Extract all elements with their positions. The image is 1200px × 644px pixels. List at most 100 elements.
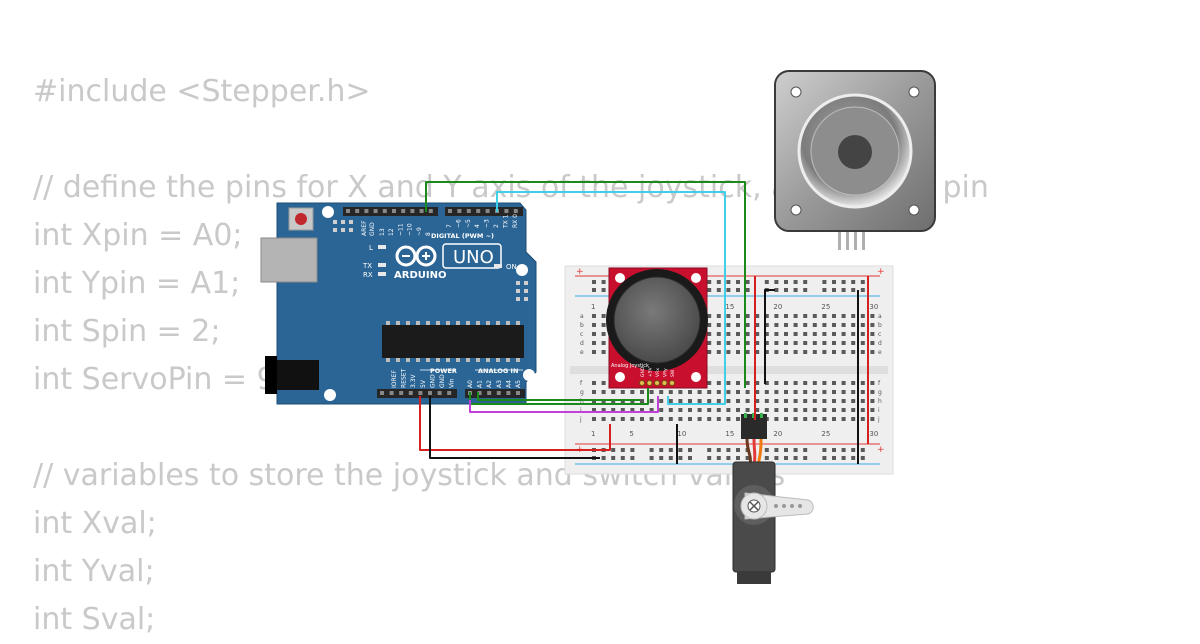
mounting-hole	[615, 273, 625, 283]
column-number: 1	[591, 303, 595, 311]
column-number: 15	[725, 303, 734, 311]
analog-pin-label: A1	[477, 380, 484, 388]
power-pin-label: 5V	[420, 379, 427, 388]
row-letter: g	[580, 389, 584, 396]
joystick-cap[interactable]	[613, 276, 701, 364]
column-number: 25	[821, 430, 830, 438]
row-letter: h	[580, 398, 584, 405]
led-on	[494, 264, 502, 268]
wire-green-pin9[interactable]	[425, 181, 746, 388]
circuit-diagram: 151015202530151015202530aabbccddeeffgghh…	[260, 70, 936, 584]
digital-pin-label: RX 0	[512, 214, 519, 228]
joystick-pin-label: GND	[640, 366, 646, 377]
code-line: int Ypin = A1;	[33, 266, 241, 301]
analog-pin-label: A4	[505, 380, 512, 388]
wire-green-a1[interactable]	[477, 392, 640, 401]
analog-pin-label: A0	[467, 380, 474, 388]
screw-icon	[790, 204, 802, 216]
digital-pin-label: 12	[388, 228, 395, 236]
digital-pin-label: ~9	[416, 227, 423, 236]
wire-cyan-pin2[interactable]	[496, 191, 726, 405]
column-number: 30	[869, 430, 878, 438]
led-on-label: ON	[506, 263, 517, 271]
row-letter: h	[878, 398, 882, 405]
stepper-motor[interactable]	[774, 70, 936, 250]
column-number: 20	[773, 303, 782, 311]
digital-pin-label: ~5	[465, 219, 472, 228]
column-number: 30	[869, 303, 878, 311]
analog-header	[465, 389, 525, 398]
atmega-chip	[382, 325, 524, 358]
mounting-hole	[691, 372, 701, 382]
joystick-pin-label: SW	[670, 369, 676, 377]
digital-pin-label: TX 1	[502, 214, 509, 229]
digital-pin-label: 7	[446, 224, 453, 228]
mounting-hole	[523, 369, 535, 381]
wires	[419, 181, 869, 464]
code-line: int Xval;	[33, 506, 157, 541]
joystick-pin-label: +5V	[648, 366, 654, 377]
power-header	[377, 389, 457, 398]
row-letter: b	[878, 322, 882, 329]
power-pin-label: 3.3V	[410, 373, 417, 388]
code-line: #include <Stepper.h>	[33, 74, 371, 109]
screw-icon	[908, 86, 920, 98]
wire-magenta-a1[interactable]	[469, 396, 659, 413]
code-line: int Spin = 2;	[33, 314, 221, 349]
screw-icon	[908, 204, 920, 216]
digital-pin-label: ~10	[407, 223, 414, 236]
wire-black-gnd[interactable]	[429, 396, 600, 459]
digital-pin-label: ~3	[484, 219, 491, 228]
aref-label: AREF	[361, 220, 368, 236]
gnd-label: GND	[369, 222, 376, 236]
row-letter: c	[878, 331, 881, 338]
power-pin-label: GND	[439, 374, 446, 388]
digital-pin-label: 2	[493, 224, 500, 228]
arduino-logo-icon	[395, 245, 437, 267]
code-line: int Xpin = A0;	[33, 218, 243, 253]
servo-motor[interactable]	[732, 413, 814, 584]
row-letter: e	[580, 349, 584, 356]
row-letter: a	[580, 313, 584, 320]
mounting-hole	[322, 206, 334, 218]
row-letter: j	[579, 416, 582, 423]
uno-badge	[442, 243, 502, 269]
column-number: 15	[725, 430, 734, 438]
row-letter: j	[877, 416, 880, 423]
power-pin-label: RESET	[401, 368, 408, 388]
digital-pwm-label: DIGITAL (PWM ~)	[431, 232, 494, 240]
column-number: 25	[821, 303, 830, 311]
screw-icon	[790, 86, 802, 98]
row-letter: i	[878, 407, 880, 414]
icsp-header	[333, 220, 353, 232]
row-letter: c	[580, 331, 583, 338]
analog-in-label: ANALOG IN	[478, 367, 518, 375]
usb-port	[260, 237, 318, 283]
mounting-hole	[324, 389, 336, 401]
rail-plus-label: +	[877, 267, 885, 277]
icsp2-header	[516, 281, 528, 301]
wire-green-a0[interactable]	[469, 388, 649, 405]
row-letter: d	[580, 340, 584, 347]
digital-pin-label: 13	[379, 228, 386, 236]
wire-black-servo[interactable]	[764, 289, 775, 384]
mounting-hole	[691, 273, 701, 283]
row-letter: a	[878, 313, 882, 320]
column-number: 5	[629, 430, 633, 438]
column-number: 10	[677, 430, 686, 438]
power-pin-label: Vin	[449, 378, 456, 388]
brand-label: ARDUINO	[394, 270, 446, 281]
joystick-label: Analog Joystick	[611, 363, 649, 369]
joystick-pin-label: VRx	[655, 368, 661, 377]
digital-pin-label: ~11	[397, 223, 404, 236]
column-number: 1	[591, 430, 595, 438]
digital-header-high	[343, 207, 438, 216]
wire-red-5v[interactable]	[419, 396, 611, 451]
led-l-label: L	[369, 244, 373, 252]
power-label: POWER	[430, 367, 457, 375]
power-pin-label: IOREF	[391, 370, 398, 388]
